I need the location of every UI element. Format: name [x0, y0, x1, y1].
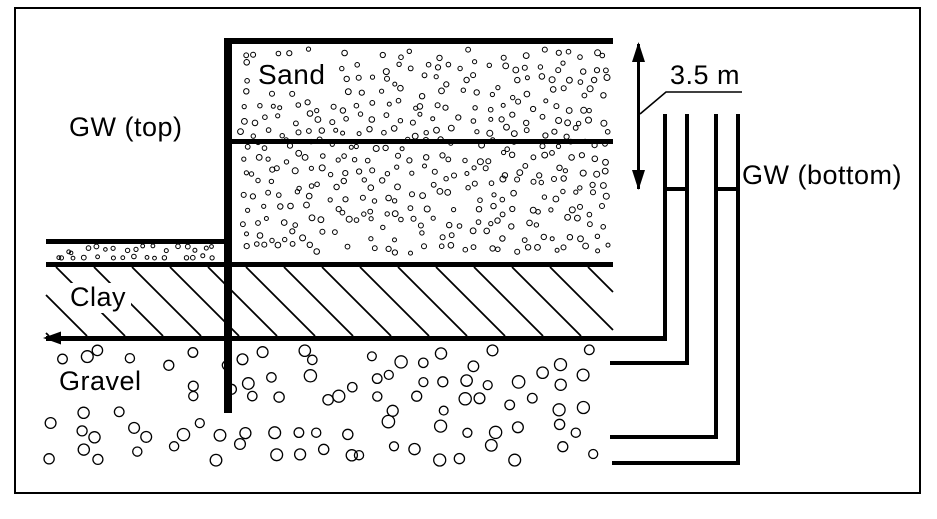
dimension-arrow-line	[637, 44, 640, 189]
standpipe-right-inner-wall	[736, 114, 740, 465]
clay-label: Clay	[70, 282, 127, 312]
gw-bottom-label: GW (bottom)	[742, 160, 903, 190]
sheet-pile-wall	[224, 40, 232, 413]
clay-label-halo	[65, 283, 131, 313]
dimension-label: 3.5 m	[670, 60, 741, 90]
clay-line-arrowhead	[43, 331, 61, 345]
dimension-arrow-top-head	[632, 42, 645, 62]
sand-stipple-pattern	[56, 46, 611, 261]
sand-label: Sand	[258, 59, 326, 90]
clay-top-line	[46, 262, 613, 267]
gravel-stipple-pattern	[43, 344, 599, 467]
standpipe-left-outer-wall	[663, 114, 667, 341]
standpipe-left-water-level	[663, 187, 689, 191]
standpipe-right-outer-wall	[714, 114, 718, 439]
excavation-surface-line	[46, 239, 225, 244]
frame-border	[14, 7, 921, 494]
gw-top-label: GW (top)	[69, 112, 183, 142]
clay-hatch-pattern	[45, 266, 614, 337]
standpipe-left-inner-wall	[685, 114, 689, 365]
sand-surface-line	[224, 38, 613, 44]
gw-top-line	[232, 139, 613, 144]
gravel-label-halo	[53, 365, 160, 400]
standpipe-right-water-level	[714, 187, 740, 191]
clay-bottom-line	[46, 336, 665, 341]
gravel-label: Gravel	[59, 366, 142, 396]
sand-label-halo	[252, 58, 336, 90]
dimension-leader-line	[639, 91, 742, 115]
standpipe-left-bottom-line	[610, 361, 689, 365]
standpipe-right-bottom-lower-line	[612, 461, 740, 465]
standpipe-right-bottom-upper-line	[610, 435, 718, 439]
dimension-arrow-bottom-head	[632, 170, 645, 190]
